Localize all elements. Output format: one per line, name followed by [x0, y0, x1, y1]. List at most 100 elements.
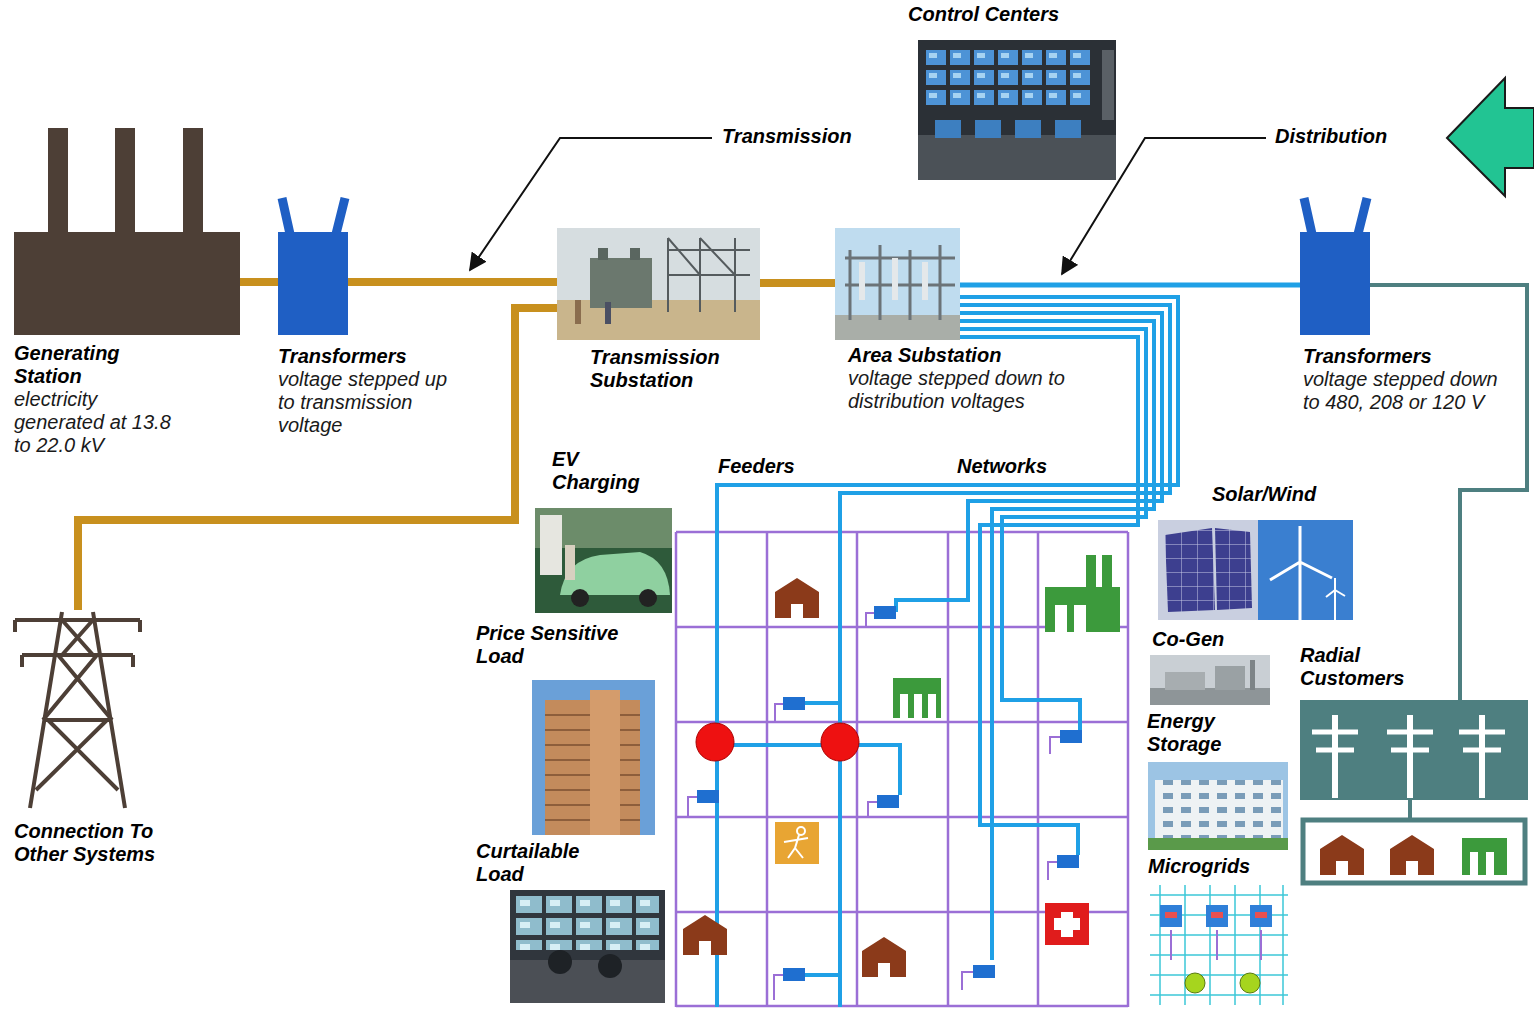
control-room-photo	[918, 40, 1116, 180]
control-room-photo	[1055, 120, 1081, 138]
spacer	[12, 126, 252, 342]
price-sensitive-load: Price Sensitive Load	[474, 622, 669, 837]
service-leads	[1050, 737, 1060, 754]
substation-photo	[668, 238, 750, 312]
radial-customers-icon	[1320, 835, 1364, 875]
substation-photo	[630, 248, 640, 260]
service-leads	[688, 613, 1060, 1000]
substation-photo	[862, 258, 925, 300]
house-icon	[683, 915, 727, 955]
service-leads	[868, 802, 877, 817]
anchor-box	[278, 232, 348, 335]
substation-photo	[575, 300, 581, 324]
control-room-photo	[1102, 50, 1114, 120]
control-room-photo	[598, 954, 622, 978]
microgrid-icon	[1255, 912, 1267, 918]
node-heading: Co-Gen	[1152, 628, 1267, 651]
solar-wind-photo	[1258, 520, 1353, 620]
control-room-photo	[918, 40, 1116, 180]
node-heading: Energy Storage	[1147, 710, 1257, 756]
microgrid-icon	[1185, 973, 1205, 993]
service-leads	[1048, 862, 1057, 880]
service-transformer	[697, 790, 719, 803]
generating-station-icon	[183, 128, 203, 232]
cogen-photo	[1150, 688, 1270, 705]
microgrid-icon	[1150, 885, 1288, 1005]
curtailable-load: Curtailable Load	[474, 840, 669, 1005]
node-heading: Price Sensitive Load	[476, 622, 651, 668]
ev-photo	[639, 589, 657, 607]
service-transformer	[783, 968, 805, 981]
control-room-photo	[926, 50, 1094, 110]
power-line	[348, 278, 557, 286]
ev-charging: EV Charging	[533, 448, 674, 616]
substation-photo	[590, 258, 652, 308]
leader-line	[470, 138, 712, 270]
tower-icon	[15, 612, 140, 808]
radial-customers: Radial Customers	[1298, 644, 1530, 886]
service-transformer	[783, 697, 805, 710]
building-photo	[532, 680, 655, 835]
node-description: voltage stepped down to distribution vol…	[848, 367, 1106, 413]
microgrid-icon	[1165, 912, 1177, 918]
microgrid-icon	[1145, 882, 1290, 1006]
ev-photo	[535, 508, 672, 613]
network-grid	[676, 532, 1128, 1007]
hospital-icon	[1045, 903, 1089, 945]
substation-photo	[557, 300, 760, 340]
microgrid-icon	[1171, 930, 1261, 960]
solar-wind: Solar/Wind	[1155, 483, 1355, 623]
storage-photo	[1155, 780, 1283, 838]
node-description: electricity generated at 13.8 to 22.0 kV	[14, 388, 192, 457]
service-transformer	[877, 795, 899, 808]
feeder-lines	[960, 321, 1154, 960]
transformer-icon	[278, 232, 348, 335]
substation-photo	[835, 228, 960, 340]
feeder-lines	[960, 329, 1146, 730]
radial-customers-icon	[1470, 852, 1478, 875]
node-heading: Transformers	[278, 345, 478, 368]
anchor-box	[1300, 700, 1528, 800]
section-label: Distribution	[1275, 125, 1387, 148]
node-heading: Transformers	[1303, 345, 1518, 368]
feeder-lines	[805, 701, 840, 705]
service-leads	[775, 704, 783, 722]
step-up-transformer: Transformersvoltage stepped up to transm…	[276, 195, 486, 437]
transformer-icon	[1304, 198, 1367, 234]
feeder-lines	[805, 973, 840, 977]
transformer-icon	[1300, 198, 1370, 335]
connection-tower: Connection To Other Systems	[12, 605, 242, 866]
co-gen: Co-Gen	[1148, 628, 1273, 708]
control-room-photo	[510, 890, 665, 1003]
transformer-icon	[282, 198, 345, 234]
node-heading: Generating Station	[14, 342, 174, 388]
spacer	[12, 605, 242, 820]
area-substation: Area Substationvoltage stepped down to d…	[833, 226, 1115, 413]
storage-photo	[1148, 762, 1288, 850]
service-leads	[774, 975, 783, 1000]
anchor-box	[835, 228, 960, 340]
anchor-box	[14, 232, 240, 335]
factory-icon	[1045, 587, 1120, 632]
factory-icon	[1055, 605, 1067, 632]
hospital-icon	[1045, 903, 1089, 945]
spacer	[555, 226, 770, 346]
step-down-transformer: Transformersvoltage stepped down to 480,…	[1298, 195, 1530, 414]
spacer	[276, 195, 486, 345]
node-heading: Radial Customers	[1300, 644, 1450, 690]
substation-photo	[598, 248, 608, 260]
node-heading: Connection To Other Systems	[14, 820, 194, 866]
generating-station-icon	[48, 128, 68, 232]
feeder-lines	[717, 745, 900, 795]
microgrid-icon	[1250, 905, 1272, 927]
transformer-icon	[1300, 232, 1370, 335]
generating-station-icon	[14, 232, 240, 335]
microgrids: Microgrids	[1143, 855, 1293, 1007]
radial-customers-icon	[1335, 715, 1482, 798]
anchor-box	[557, 228, 760, 340]
substation-photo	[605, 302, 611, 324]
service-transformer	[697, 606, 1082, 981]
microgrid-icon	[1211, 912, 1223, 918]
person-icon	[784, 835, 808, 858]
tower-icon	[15, 620, 140, 667]
